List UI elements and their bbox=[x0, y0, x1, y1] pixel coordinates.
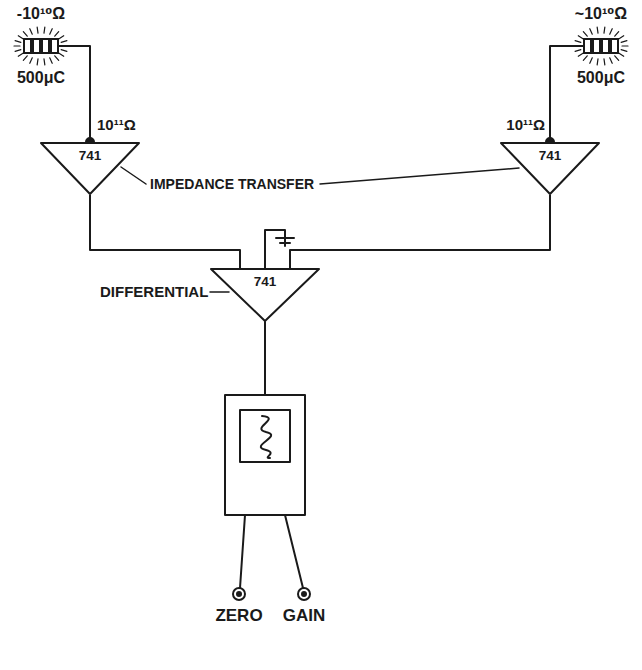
input-impedance: 10¹¹Ω bbox=[506, 116, 545, 133]
field-dash bbox=[37, 59, 39, 65]
field-dash bbox=[619, 53, 624, 56]
op-amp-outline bbox=[211, 269, 319, 321]
field-dash bbox=[18, 36, 23, 39]
field-dash bbox=[59, 53, 64, 56]
field-dash bbox=[43, 59, 45, 65]
field-dash bbox=[61, 50, 67, 52]
field-dash bbox=[621, 41, 627, 43]
meter-housing bbox=[225, 395, 305, 515]
field-dash bbox=[583, 56, 587, 61]
field-dash bbox=[603, 59, 605, 65]
field-dash bbox=[61, 41, 67, 43]
field-dash bbox=[15, 41, 21, 43]
zero-knob-center bbox=[237, 592, 241, 596]
op-amp-741: 741 bbox=[210, 268, 320, 322]
electrode: ~10¹⁰Ω 500μC bbox=[566, 4, 636, 88]
electrode-symbol bbox=[566, 24, 636, 68]
field-dash bbox=[615, 32, 619, 37]
electrode-band bbox=[39, 40, 43, 52]
field-dash bbox=[14, 45, 20, 46]
knob-wire bbox=[285, 515, 303, 588]
electrode-lead bbox=[566, 45, 584, 47]
electrode-value: -10¹⁰Ω bbox=[17, 4, 65, 24]
electrode-drawing bbox=[6, 24, 76, 68]
electrode-value: ~10¹⁰Ω bbox=[575, 4, 627, 24]
meter-trace bbox=[261, 416, 271, 458]
ground-wire bbox=[265, 230, 285, 268]
field-dash bbox=[621, 50, 627, 52]
field-dash bbox=[597, 59, 599, 65]
field-dash bbox=[610, 29, 612, 34]
knob-wire bbox=[240, 515, 245, 588]
field-dash bbox=[30, 58, 32, 63]
part-number: 741 bbox=[40, 142, 140, 165]
field-dash bbox=[30, 29, 32, 34]
electrode-band bbox=[48, 40, 52, 52]
gain-knob-center bbox=[302, 592, 306, 596]
gain-knob bbox=[298, 588, 310, 600]
field-dash bbox=[50, 58, 52, 63]
field-dash bbox=[578, 53, 583, 56]
electrode-body bbox=[584, 39, 618, 53]
signal-wire bbox=[90, 195, 240, 268]
electrode-value: 500μC bbox=[577, 68, 625, 88]
field-dash bbox=[615, 56, 619, 61]
op-amp-741: 741 bbox=[500, 142, 600, 195]
leader-line bbox=[210, 291, 229, 293]
stage-label: DIFFERENTIAL bbox=[100, 283, 208, 300]
electrode-band bbox=[590, 40, 594, 52]
signal-wire bbox=[290, 195, 550, 268]
field-dash bbox=[18, 53, 23, 56]
leader-line bbox=[121, 167, 146, 184]
output-wire bbox=[264, 322, 266, 395]
electrode-drawing bbox=[566, 24, 636, 68]
field-dash bbox=[597, 27, 599, 33]
field-dash bbox=[575, 50, 581, 52]
electrode-lead bbox=[58, 45, 76, 47]
field-dash bbox=[578, 36, 583, 39]
field-dash bbox=[15, 50, 21, 52]
field-dash bbox=[43, 27, 45, 33]
signal-wire bbox=[76, 46, 90, 142]
field-dash bbox=[583, 32, 587, 37]
op-amp-741: 741 bbox=[40, 142, 140, 195]
field-dash bbox=[23, 56, 27, 61]
field-dash bbox=[575, 41, 581, 43]
field-dash bbox=[59, 36, 64, 39]
stage-label: IMPEDANCE TRANSFER bbox=[150, 176, 314, 192]
electrode-body bbox=[24, 39, 58, 53]
field-dash bbox=[55, 56, 59, 61]
field-dash bbox=[603, 27, 605, 33]
electrode-band bbox=[599, 40, 603, 52]
electrode: -10¹⁰Ω 500μC bbox=[6, 4, 76, 88]
op-amp-outline bbox=[501, 143, 599, 194]
electrode-band bbox=[608, 40, 612, 52]
field-dash bbox=[610, 58, 612, 63]
field-dash bbox=[37, 27, 39, 33]
electrode-value: 500μC bbox=[17, 68, 65, 88]
part-number: 741 bbox=[500, 142, 600, 165]
field-dash bbox=[622, 45, 628, 46]
field-dash bbox=[590, 58, 592, 63]
meter-screen bbox=[240, 410, 290, 462]
control-label: ZERO bbox=[215, 606, 262, 626]
field-dash bbox=[590, 29, 592, 34]
part-number: 741 bbox=[210, 268, 320, 291]
field-dash bbox=[55, 32, 59, 37]
electrode-band bbox=[30, 40, 34, 52]
field-dash bbox=[23, 32, 27, 37]
ground-symbol bbox=[276, 232, 294, 246]
op-amp-outline bbox=[41, 143, 139, 194]
field-dash bbox=[619, 36, 624, 39]
control-label: GAIN bbox=[283, 606, 326, 626]
zero-knob bbox=[233, 588, 245, 600]
signal-wire bbox=[550, 46, 566, 142]
electrode-symbol bbox=[6, 24, 76, 68]
input-impedance: 10¹¹Ω bbox=[97, 116, 136, 133]
field-dash bbox=[50, 29, 52, 34]
leader-line bbox=[320, 168, 519, 184]
